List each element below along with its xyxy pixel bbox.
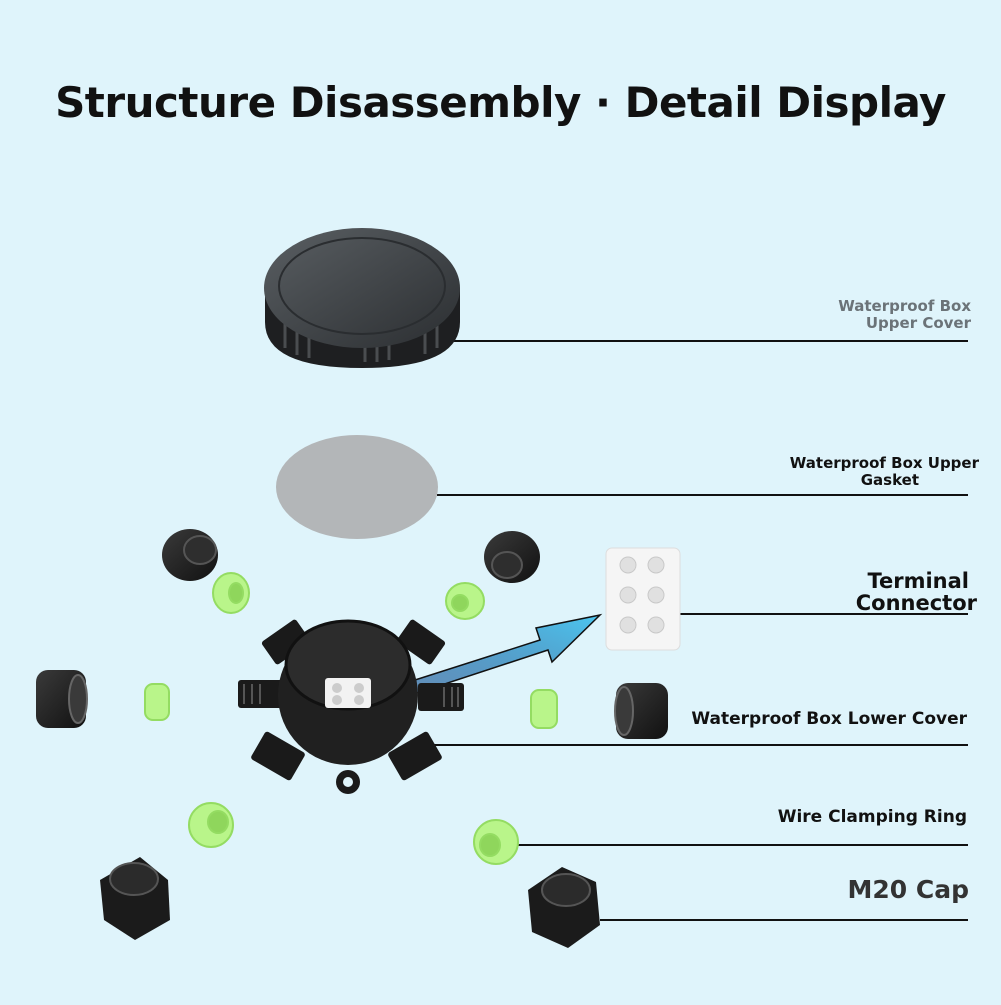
label-terminal-connector: Terminal Connector xyxy=(856,570,977,614)
nut-top-left xyxy=(162,529,218,581)
m20-caps xyxy=(100,857,600,948)
label-upper-gasket-line-1: Waterproof Box Upper xyxy=(789,454,979,472)
upper-cover-part xyxy=(264,228,460,368)
nut-right xyxy=(614,683,668,739)
label-upper-gasket-line-2: Gasket xyxy=(860,471,919,490)
label-terminal-line-1: Terminal xyxy=(867,569,969,593)
label-wire-clamping-ring: Wire Clamping Ring xyxy=(777,807,967,827)
page-title: Structure Disassembly · Detail Display xyxy=(55,78,946,127)
label-upper-cover-line-2: Upper Cover xyxy=(865,314,971,333)
label-terminal-line-2: Connector xyxy=(855,591,977,616)
ring-bottom-right xyxy=(473,819,519,865)
m20-cap-right xyxy=(528,867,600,948)
junction-box-body xyxy=(238,619,464,794)
ring-right xyxy=(530,689,558,729)
ring-bottom-left xyxy=(188,802,234,848)
label-upper-gasket: Waterproof Box Upper Gasket xyxy=(789,454,979,490)
wire-clamping-rings xyxy=(144,572,558,865)
upper-gasket-part xyxy=(276,435,438,539)
label-m20-cap: M20 Cap xyxy=(847,875,969,904)
label-upper-cover-line-1: Waterproof Box xyxy=(838,297,971,315)
nut-left xyxy=(36,670,88,728)
ring-left xyxy=(144,683,170,721)
label-upper-cover: Waterproof Box Upper Cover xyxy=(838,297,971,333)
nut-top-right xyxy=(484,531,540,583)
terminal-connector-part xyxy=(605,547,681,651)
lower-cover-nuts xyxy=(36,529,668,739)
ring-top-right xyxy=(445,582,485,620)
m20-cap-left xyxy=(100,857,170,940)
leader-lines xyxy=(420,340,968,921)
ring-top-left xyxy=(212,572,250,614)
label-lower-cover: Waterproof Box Lower Cover xyxy=(691,709,967,729)
